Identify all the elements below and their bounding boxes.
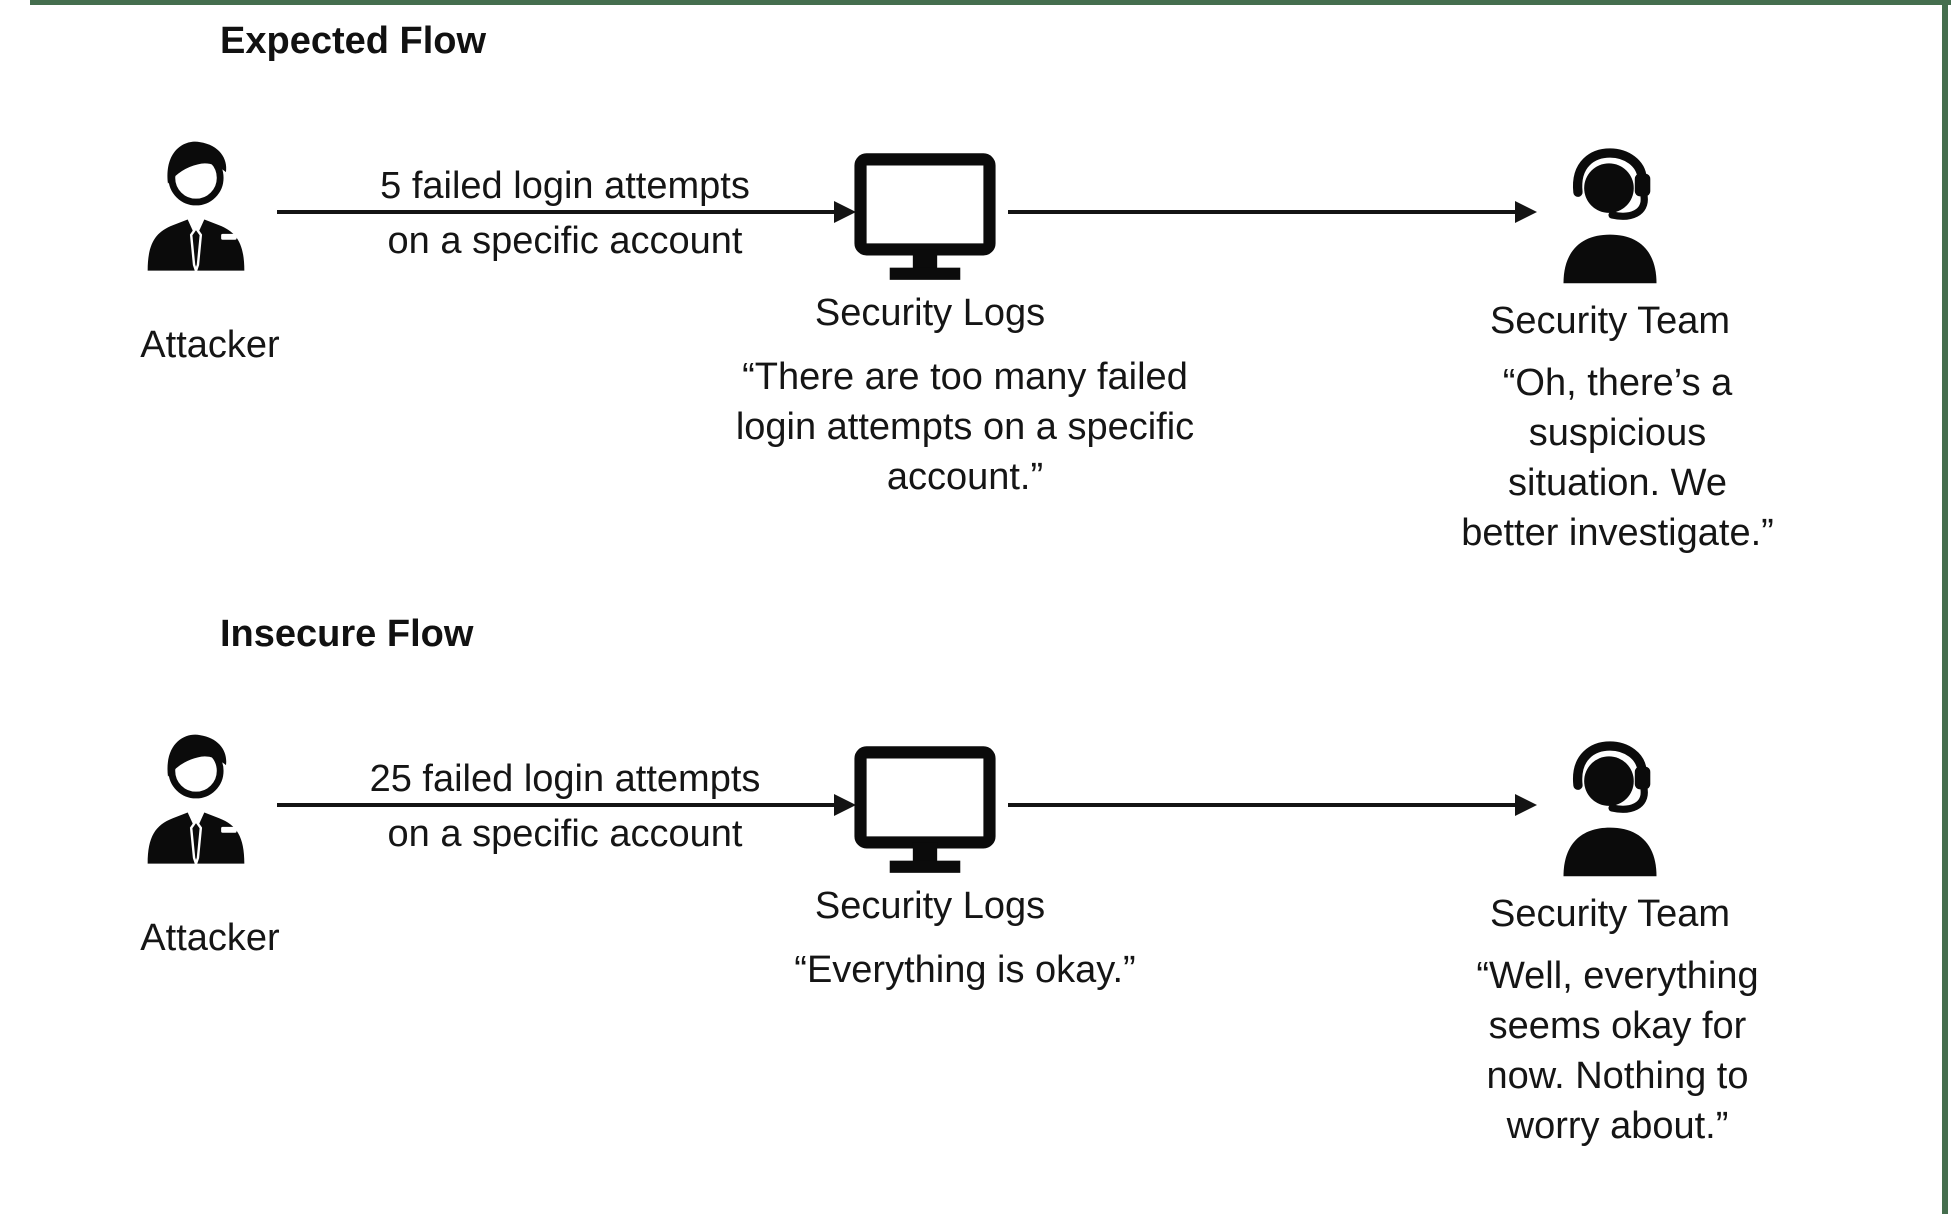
flow-section-insecure: Insecure Flow Attacker 25 failed login a… — [0, 593, 1951, 1214]
flow-title: Expected Flow — [220, 20, 487, 62]
arrow-logs-to-team — [1008, 794, 1537, 816]
attacker-label: Attacker — [140, 324, 280, 366]
security-team-label: Security Team — [1489, 300, 1731, 342]
support-agent-icon — [1563, 148, 1657, 284]
arrow-logs-to-team — [1008, 201, 1537, 223]
security-logs-label: Security Logs — [814, 292, 1046, 334]
security-team-quote: “Oh, there’s a suspicious situation. We … — [1461, 362, 1774, 554]
monitor-icon — [854, 746, 996, 873]
attacker-label: Attacker — [140, 917, 280, 959]
arrow-label-line2: on a specific account — [387, 813, 743, 855]
arrow-label-line1: 25 failed login attempts — [369, 758, 761, 800]
support-agent-icon — [1563, 741, 1657, 877]
flow-title: Insecure Flow — [220, 613, 474, 655]
security-team-quote: “Well, everything seems okay for now. No… — [1476, 955, 1759, 1147]
monitor-icon — [854, 153, 996, 280]
arrow-attacker-to-logs — [277, 794, 856, 816]
security-team-label: Security Team — [1489, 893, 1731, 935]
security-logs-quote: “Everything is okay.” — [794, 949, 1136, 991]
right-border-line — [1942, 0, 1948, 1214]
security-logs-quote: “There are too many failed login attempt… — [735, 356, 1195, 498]
arrow-attacker-to-logs — [277, 201, 856, 223]
attacker-icon — [147, 734, 245, 865]
attacker-icon — [147, 141, 245, 272]
arrow-label-line1: 5 failed login attempts — [380, 165, 750, 207]
top-border-line — [30, 0, 1951, 5]
flow-section-expected: Expected Flow Attacker 5 failed login at… — [140, 20, 1774, 554]
security-logs-label: Security Logs — [814, 885, 1046, 927]
arrow-label-line2: on a specific account — [387, 220, 743, 262]
